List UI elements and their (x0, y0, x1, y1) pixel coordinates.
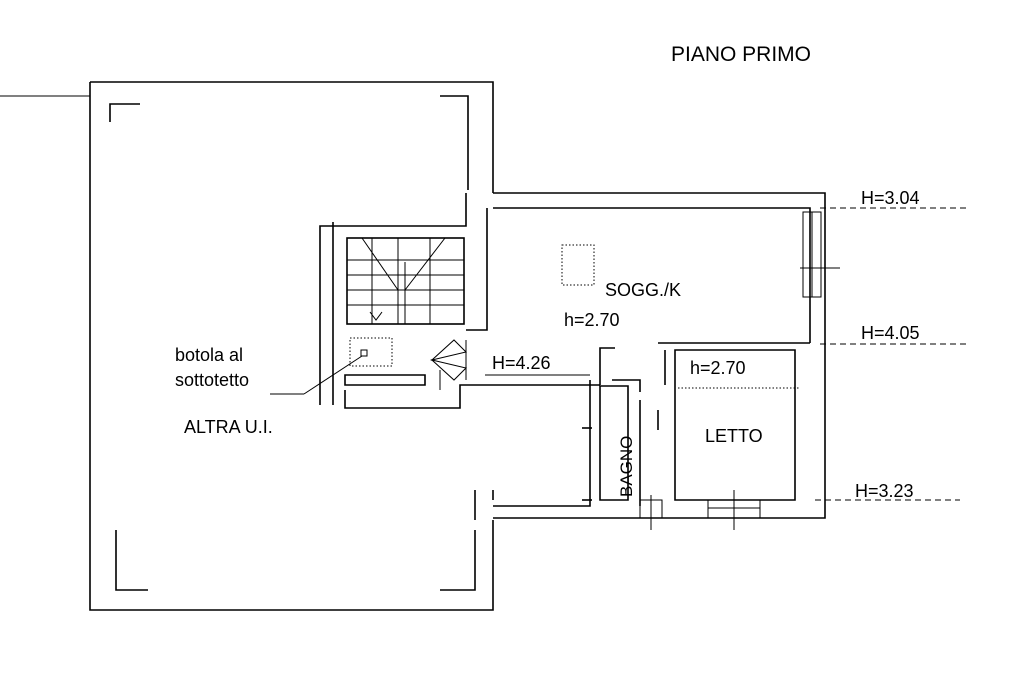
apartment-walls (319, 192, 840, 519)
hatch-label-line2: sottotetto (175, 370, 249, 390)
level-label-stair: H=4.26 (492, 353, 551, 373)
room-height-soggiorno: h=2.70 (564, 310, 620, 330)
room-label-letto: LETTO (705, 426, 763, 446)
interior-partitions (582, 342, 810, 530)
level-label-bottom: H=3.23 (855, 481, 914, 501)
attic-hatch (270, 337, 393, 395)
level-label-middle: H=4.05 (861, 323, 920, 343)
plan-title: PIANO PRIMO (671, 43, 811, 66)
soggiorno-marker (561, 244, 595, 286)
staircase (346, 237, 465, 325)
room-label-altra: ALTRA U.I. (184, 417, 273, 437)
altra-unit-walls (0, 81, 494, 611)
room-label-bagno: BAGNO (617, 436, 636, 497)
level-label-top: H=3.04 (861, 188, 920, 208)
landing-arrow (430, 339, 467, 390)
room-height-letto: h=2.70 (690, 358, 746, 378)
level-lines (485, 207, 968, 501)
hatch-label-line1: botola al (175, 345, 243, 365)
room-label-soggiorno: SOGG./K (605, 280, 681, 300)
